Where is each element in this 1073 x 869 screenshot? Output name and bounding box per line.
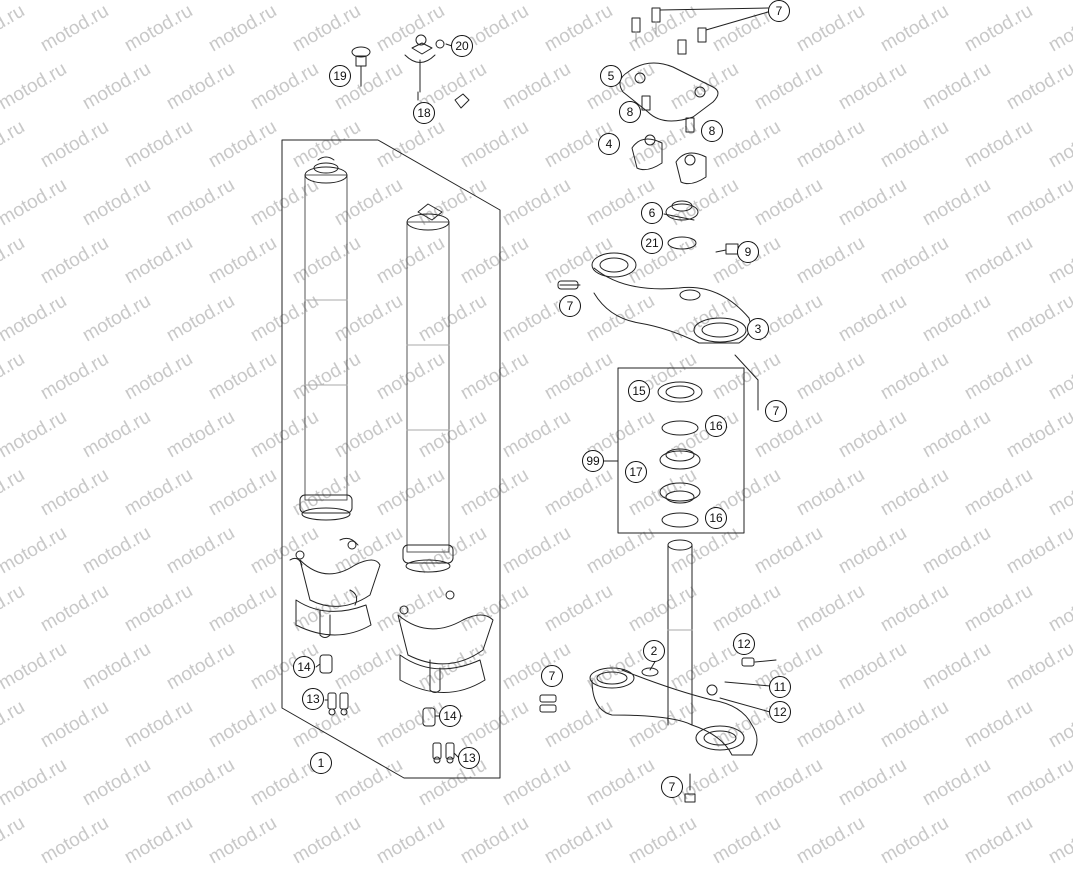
callout-13-right: 13 bbox=[458, 747, 480, 769]
callout-11: 11 bbox=[769, 676, 791, 698]
watermark-text: motod.ru bbox=[373, 812, 449, 869]
upper-triple-clamp bbox=[557, 252, 759, 411]
bearing-kit-frame bbox=[603, 367, 745, 534]
callout-19: 19 bbox=[329, 65, 351, 87]
watermark-text: motod.ru bbox=[877, 812, 953, 869]
watermark-text: motod.ru bbox=[541, 812, 617, 869]
callout-3: 3 bbox=[747, 318, 769, 340]
callout-8-left: 8 bbox=[619, 101, 641, 123]
handlebar-clamp bbox=[619, 62, 719, 133]
watermark-text: motod.ru bbox=[625, 812, 701, 869]
steering-nut-parts bbox=[663, 200, 739, 255]
callout-4: 4 bbox=[598, 133, 620, 155]
watermark-text: motod.ru bbox=[289, 812, 365, 869]
callout-13-left: 13 bbox=[302, 688, 324, 710]
callout-20: 20 bbox=[451, 35, 473, 57]
callout-6: 6 bbox=[641, 202, 663, 224]
callout-12-top: 12 bbox=[733, 633, 755, 655]
callout-12-bottom: 12 bbox=[769, 701, 791, 723]
callout-7-left: 7 bbox=[559, 295, 581, 317]
watermark-text: motod.ru bbox=[961, 812, 1037, 869]
callout-1: 1 bbox=[310, 752, 332, 774]
handlebar-risers bbox=[631, 134, 707, 185]
callout-9: 9 bbox=[737, 241, 759, 263]
right-fork-leg bbox=[397, 203, 494, 693]
callout-8-right: 8 bbox=[701, 120, 723, 142]
callout-7-lower: 7 bbox=[541, 665, 563, 687]
callout-14-left: 14 bbox=[293, 656, 315, 678]
callout-7-top: 7 bbox=[768, 0, 790, 22]
callout-16-bottom: 16 bbox=[705, 507, 727, 529]
top-bolts bbox=[631, 7, 769, 55]
callout-17: 17 bbox=[625, 461, 647, 483]
watermark-text: motod.ru bbox=[457, 812, 533, 869]
watermark-text: motod.ru bbox=[37, 812, 113, 869]
callout-18: 18 bbox=[413, 102, 435, 124]
watermark-text: motod.ru bbox=[709, 812, 785, 869]
parts-diagram bbox=[281, 7, 777, 803]
callout-15: 15 bbox=[628, 380, 650, 402]
top-left-small-parts bbox=[351, 34, 470, 109]
callout-21: 21 bbox=[641, 232, 663, 254]
callout-5: 5 bbox=[600, 65, 622, 87]
watermark-text: motod.ru bbox=[121, 812, 197, 869]
watermark-text: motod.ru bbox=[205, 812, 281, 869]
callout-7-right: 7 bbox=[765, 400, 787, 422]
watermark-text: motod.ru bbox=[1045, 812, 1073, 869]
fork-assembly-frame bbox=[281, 139, 501, 779]
callout-16-top: 16 bbox=[705, 415, 727, 437]
callout-14-right: 14 bbox=[439, 705, 461, 727]
left-fork-leg bbox=[289, 156, 381, 638]
callout-7-bottom: 7 bbox=[661, 776, 683, 798]
callout-99: 99 bbox=[582, 450, 604, 472]
lower-triple-clamp bbox=[539, 539, 777, 803]
watermark-text: motod.ru bbox=[0, 812, 29, 869]
callout-2: 2 bbox=[643, 640, 665, 662]
watermark-text: motod.ru bbox=[793, 812, 869, 869]
